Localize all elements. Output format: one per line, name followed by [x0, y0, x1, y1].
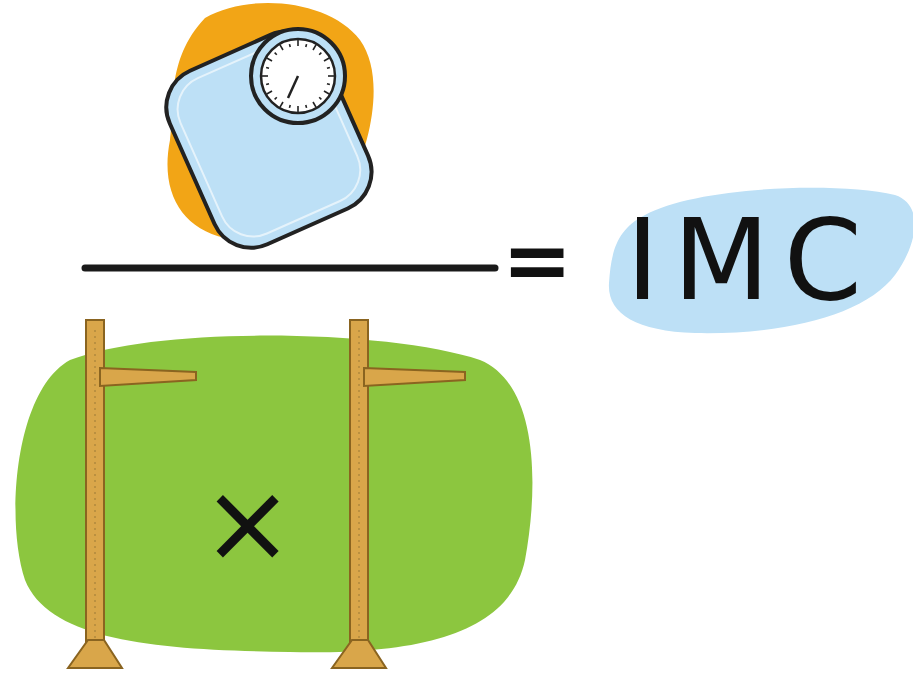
operator-text: ×	[201, 468, 293, 578]
height-rod	[332, 320, 465, 668]
fraction-bar	[85, 265, 495, 272]
result-text: IMC	[626, 204, 876, 316]
blob-fill	[15, 336, 532, 653]
blob-fill	[609, 188, 913, 333]
equals-sign: =	[502, 218, 572, 302]
scale-dial	[251, 29, 345, 123]
bathroom-scale	[154, 19, 385, 261]
result-blob: IMC	[605, 185, 913, 335]
height-rod	[68, 320, 196, 668]
height-blob: ×	[10, 330, 535, 655]
